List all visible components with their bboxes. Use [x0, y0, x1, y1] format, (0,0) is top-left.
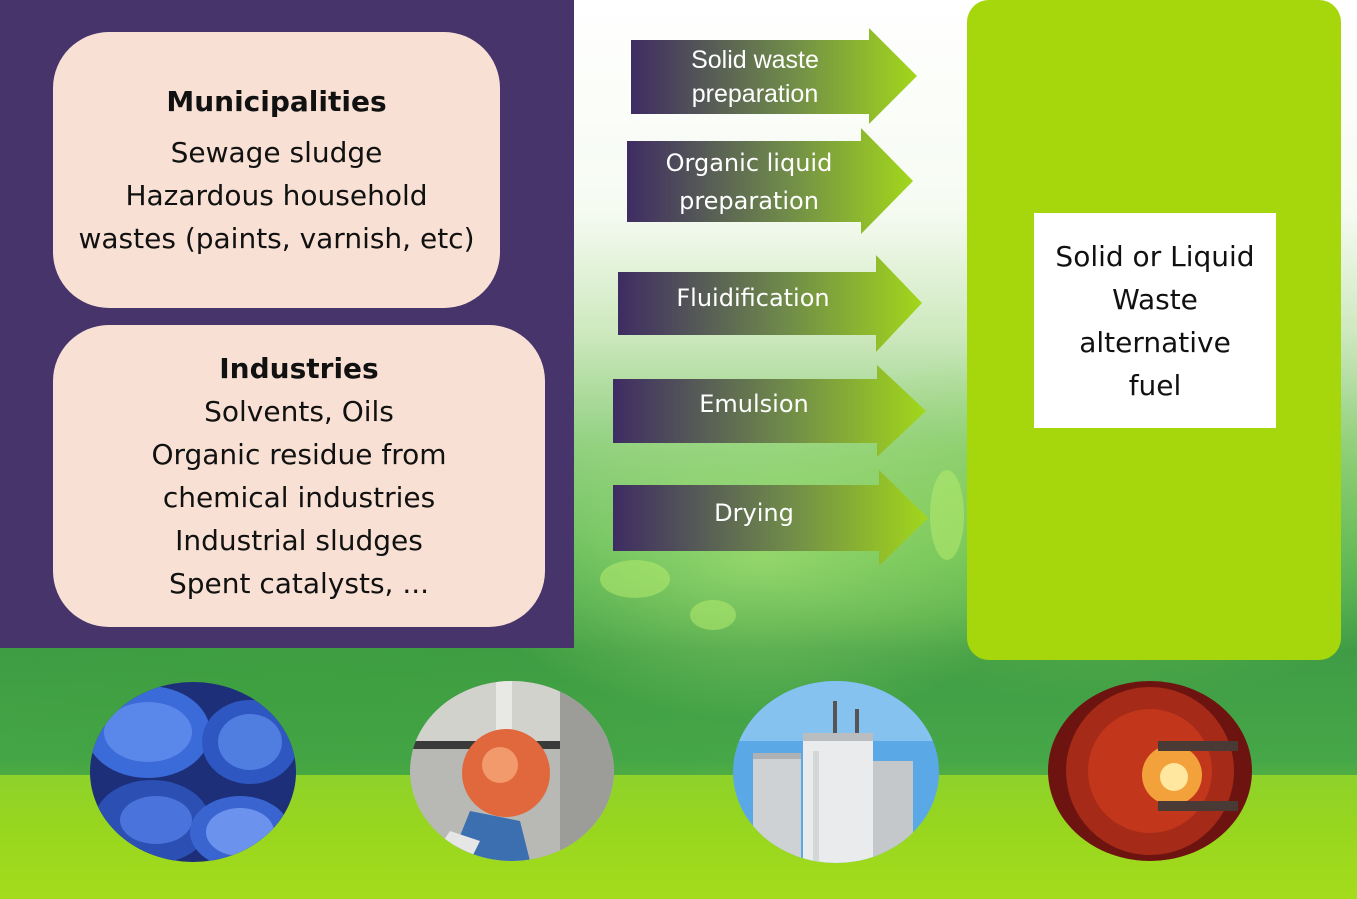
- process-label: Solid waste preparation: [631, 40, 879, 114]
- industries-item: Organic residue from: [151, 438, 447, 471]
- alternative-fuel-box: Solid or Liquid Waste alternative fuel: [1034, 213, 1276, 428]
- target-line: Waste: [1112, 282, 1198, 316]
- kiln-flame-photo-icon: [1048, 681, 1252, 861]
- municipalities-box: Municipalities Sewage sludge Hazardous h…: [53, 32, 500, 308]
- splash-blob: [600, 560, 670, 598]
- industries-box: Industries Solvents, Oils Organic residu…: [53, 325, 545, 627]
- industries-item: Solvents, Oils: [204, 395, 394, 428]
- arrow-shape-icon: [613, 470, 928, 566]
- target-line: fuel: [1128, 368, 1182, 402]
- municipalities-item: Sewage sludge: [170, 136, 383, 169]
- splash-blob: [930, 470, 964, 560]
- process-label: Emulsion: [613, 379, 895, 429]
- emulsion-arrow: Emulsion: [613, 365, 926, 457]
- arrow-shape-icon: [618, 255, 922, 352]
- arrow-shape-icon: [627, 128, 913, 234]
- industries-heading: Industries: [219, 352, 379, 385]
- process-label-line: Drying: [714, 498, 794, 527]
- storage-tanks-photo-icon: [733, 681, 939, 863]
- target-line: Solid or Liquid: [1055, 239, 1255, 273]
- solid-waste-preparation-arrow: Solid waste preparation: [631, 28, 917, 124]
- process-label-line: Organic liquid: [665, 148, 833, 177]
- process-label-line: preparation: [679, 186, 819, 215]
- organic-liquid-preparation-arrow: Organic liquid preparation: [627, 128, 913, 234]
- process-label-line: Emulsion: [699, 390, 809, 418]
- lab-flask-photo-icon: [410, 681, 614, 861]
- municipalities-heading: Municipalities: [166, 85, 387, 118]
- industries-item: Spent catalysts, ...: [168, 567, 430, 600]
- process-label: Fluidification: [618, 272, 888, 324]
- splash-blob: [690, 600, 736, 630]
- process-label-line: Solid waste: [691, 46, 819, 74]
- process-label-line: preparation: [691, 80, 819, 108]
- industries-item: Industrial sludges: [175, 524, 423, 557]
- arrow-shape-icon: [631, 28, 917, 124]
- target-line: alternative: [1079, 325, 1231, 359]
- arrow-shape-icon: [613, 365, 926, 457]
- blue-barrels-photo-icon: [90, 682, 296, 862]
- municipalities-item: Hazardous household: [125, 179, 428, 212]
- fluidification-arrow: Fluidification: [618, 255, 922, 352]
- drying-arrow: Drying: [613, 470, 928, 566]
- process-label: Drying: [613, 485, 895, 540]
- municipalities-item: wastes (paints, varnish, etc): [78, 222, 475, 255]
- industries-item: chemical industries: [162, 481, 436, 514]
- process-label-line: Fluidification: [676, 284, 830, 312]
- process-label: Organic liquid preparation: [627, 141, 871, 222]
